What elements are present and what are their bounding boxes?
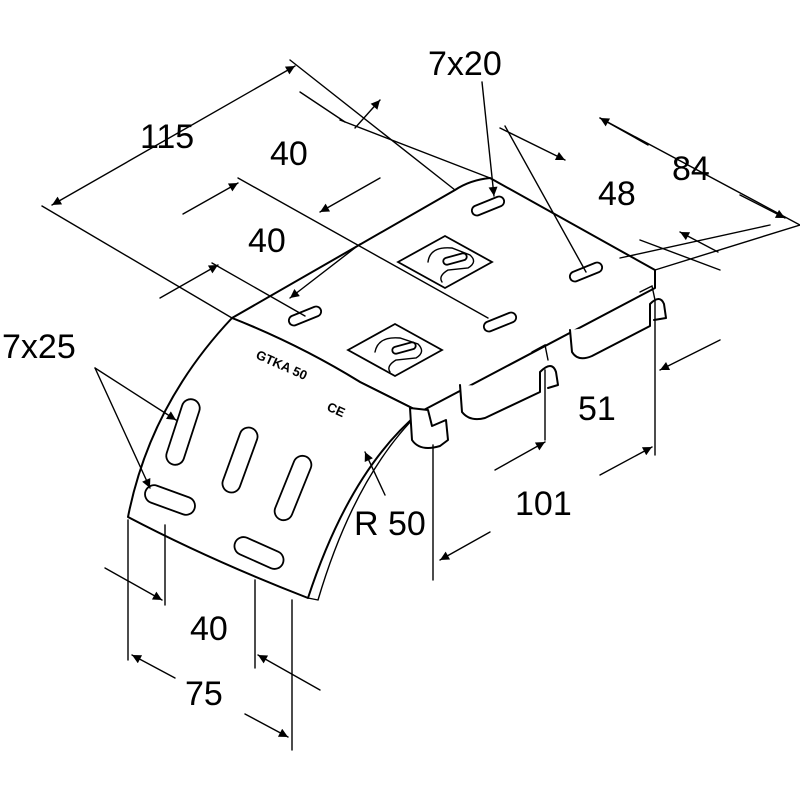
dimension-labels: 115 40 40 7x20 7x25 84 48 51 101 R 50 40… <box>2 45 710 713</box>
dim-width-outer: 84 <box>672 150 710 188</box>
lock-tab-1 <box>427 247 475 283</box>
lock-slot-1 <box>442 252 468 266</box>
dim-end-width: 75 <box>185 675 223 713</box>
dim-line-84-c <box>739 194 786 219</box>
dim-line-101-c <box>599 446 653 476</box>
dim-line-48-a <box>499 127 566 161</box>
slot <box>482 311 518 333</box>
dim-line-101-a <box>494 441 546 471</box>
ce-mark: CE <box>325 399 348 420</box>
extension-line-84-bottom <box>654 224 800 271</box>
dim-hook-height: 51 <box>578 390 616 428</box>
dim-bend-radius: R 50 <box>354 505 426 543</box>
hook-tab-edge <box>531 284 656 361</box>
dim-line-bottom-40-b <box>257 654 321 691</box>
dim-line-48-b <box>599 117 649 146</box>
extension-line-48-bottom <box>619 224 771 259</box>
leader-7x25-b <box>94 367 151 489</box>
dim-slot-end: 7x25 <box>2 328 76 366</box>
dim-line-bottom-40-a <box>104 567 163 601</box>
hook-3 <box>569 298 667 360</box>
dim-end-slot-spacing: 40 <box>190 610 228 648</box>
connector-plate: GTKA 50 CE <box>127 177 667 601</box>
dim-slot-spacing-upper: 40 <box>270 135 308 173</box>
dim-line-84 <box>299 91 346 123</box>
side-hooks <box>409 284 667 449</box>
dim-line-40-upper-b <box>319 177 381 213</box>
dim-slot-top: 7x20 <box>428 45 502 83</box>
slot <box>144 484 196 516</box>
slot <box>233 536 285 570</box>
skirt-bottom-edge <box>127 516 309 599</box>
dimension-lines <box>41 59 800 751</box>
dim-line-84-a <box>354 99 381 129</box>
dim-line-51 <box>659 339 721 371</box>
dim-line-40-lower <box>159 264 219 299</box>
dim-width-inner: 48 <box>598 175 636 213</box>
dim-line-40-upper <box>182 182 239 215</box>
extension-line-top-left <box>339 119 491 179</box>
leader-7x25-a <box>94 367 177 421</box>
dim-line-101-b <box>439 531 491 561</box>
dim-line-75-a <box>131 654 176 679</box>
hook-2 <box>459 365 559 421</box>
extension-line-115-right <box>289 59 456 191</box>
dim-line-115 <box>51 65 296 206</box>
dim-overall-length: 115 <box>140 118 194 156</box>
extension-line-40-lower <box>211 262 306 317</box>
extension-line-84-top <box>599 117 800 226</box>
extension-line-115-left <box>41 205 233 319</box>
dim-hook-span: 101 <box>515 485 572 523</box>
skirt-slots <box>144 398 313 570</box>
slot <box>470 195 506 217</box>
locking-cutouts <box>346 234 494 378</box>
extension-line-48 <box>504 125 587 273</box>
lock-slot-2 <box>391 341 417 355</box>
dim-line-75-b <box>244 713 289 738</box>
dim-line-48-d <box>679 231 719 253</box>
leader-7x20 <box>481 81 498 197</box>
dim-slot-spacing-lower: 40 <box>248 222 286 260</box>
hook-1 <box>409 407 449 449</box>
leader-r50 <box>364 451 386 496</box>
skirt-edge <box>307 411 421 601</box>
extension-line-40-upper <box>237 177 489 319</box>
lock-tab-2 <box>374 337 423 373</box>
slot <box>165 398 201 466</box>
dim-line-48-c <box>639 239 721 271</box>
slot <box>221 426 259 494</box>
dim-line-40-lower-b <box>289 243 361 299</box>
slot <box>273 454 313 522</box>
